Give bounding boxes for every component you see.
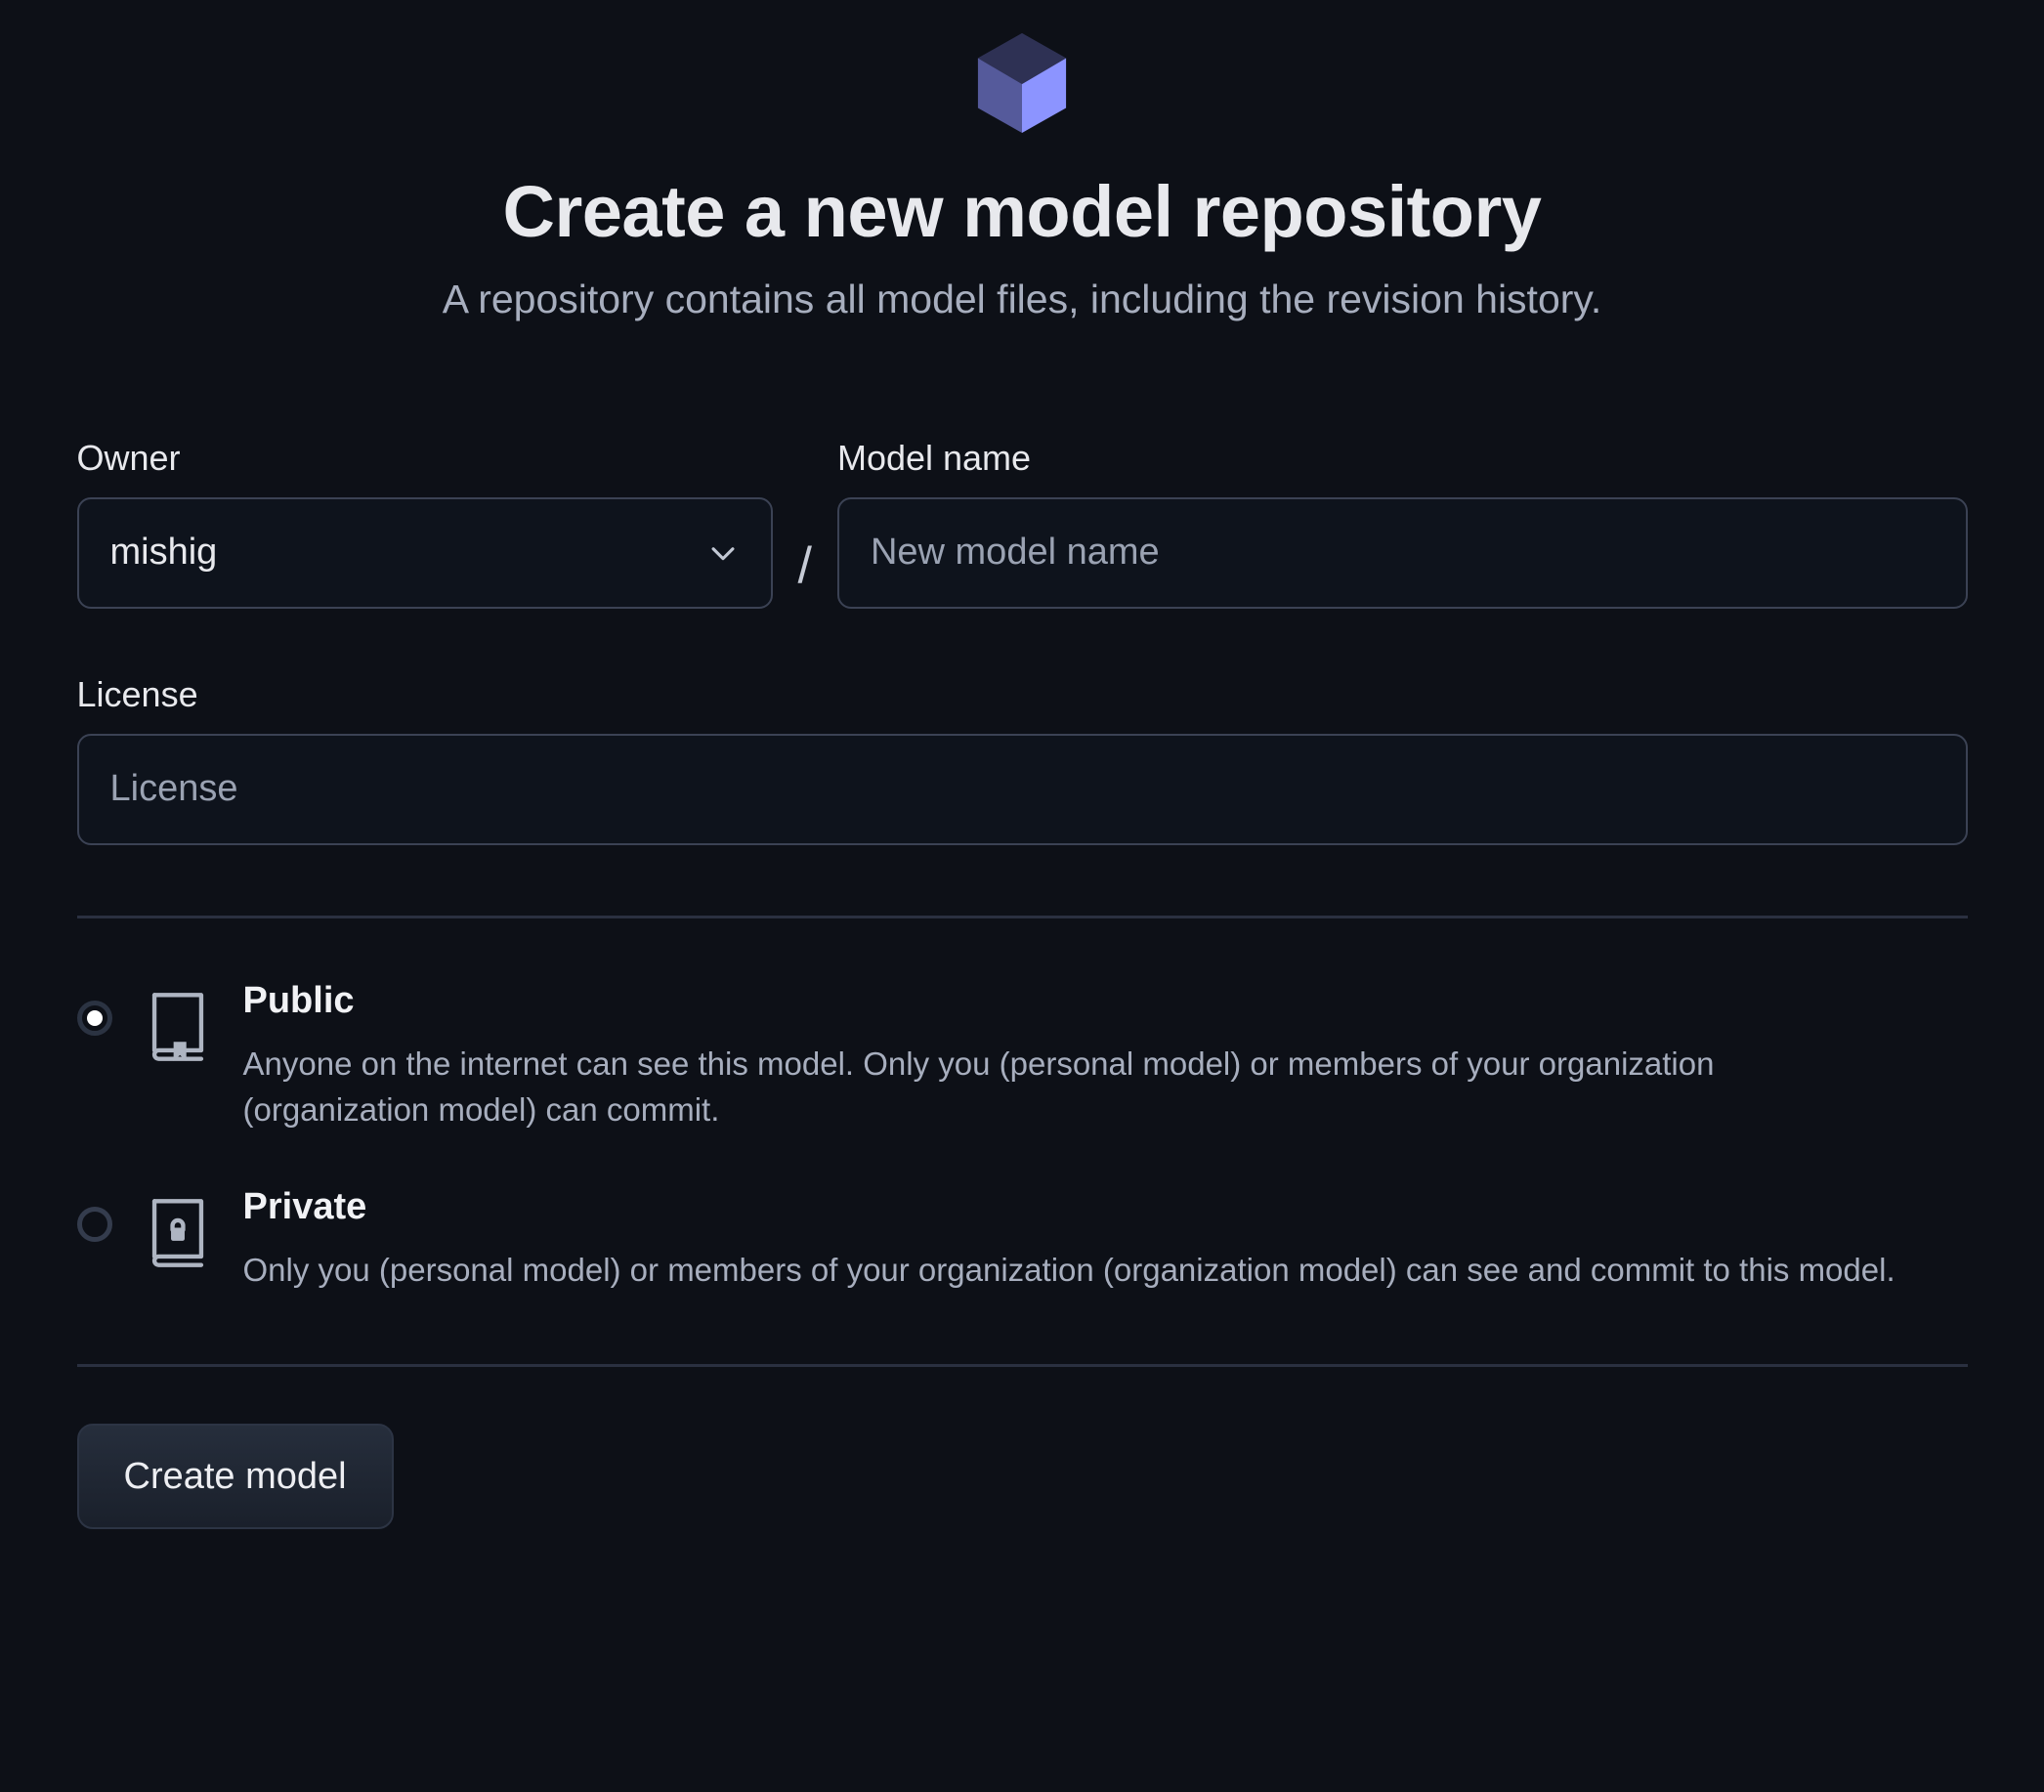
model-name-field-group: Model name New model name <box>836 437 1968 609</box>
owner-name-separator: / <box>797 536 812 594</box>
radio-private[interactable] <box>76 1207 112 1243</box>
divider-above-submit <box>76 1364 1968 1368</box>
public-option-body: Public Anyone on the internet can see th… <box>243 979 1968 1133</box>
chevron-down-icon <box>711 547 734 561</box>
owner-label: Owner <box>76 437 181 478</box>
license-label: License <box>76 673 198 714</box>
visibility-option-public[interactable]: Public Anyone on the internet can see th… <box>76 979 1968 1133</box>
page-header: Create a new model repository A reposito… <box>0 0 2044 323</box>
owner-select[interactable]: mishig <box>76 496 773 609</box>
page-subtitle: A repository contains all model files, i… <box>442 276 1602 321</box>
private-option-title: Private <box>242 1186 367 1228</box>
public-option-title: Public <box>242 979 355 1021</box>
owner-selected-value: mishig <box>109 532 218 574</box>
model-name-label: Model name <box>836 437 1032 478</box>
submit-area: Create model <box>76 1367 1968 1530</box>
public-option-description: Anyone on the internet can see this mode… <box>242 1045 1715 1128</box>
create-model-button[interactable]: Create model <box>76 1424 394 1530</box>
license-field-group: License License <box>76 673 1968 845</box>
model-name-input-wrapper[interactable]: New model name <box>836 496 1968 609</box>
model-name-placeholder: New model name <box>870 532 1160 574</box>
book-lock-icon <box>151 1199 203 1268</box>
divider-above-visibility <box>76 915 1968 918</box>
page-title: Create a new model repository <box>502 171 1542 252</box>
license-placeholder: License <box>109 768 238 810</box>
owner-and-name-row: Owner mishig / Model name New model name <box>76 437 1968 609</box>
visibility-option-private[interactable]: Private Only you (personal model) or mem… <box>76 1185 1968 1294</box>
license-input-wrapper[interactable]: License <box>76 733 1968 845</box>
private-option-description: Only you (personal model) or members of … <box>242 1252 1895 1289</box>
private-option-body: Private Only you (personal model) or mem… <box>243 1185 1968 1294</box>
logo-container <box>0 29 2044 137</box>
owner-field-group: Owner mishig <box>76 437 773 609</box>
cube-icon <box>977 33 1067 133</box>
radio-public[interactable] <box>76 1000 112 1036</box>
book-icon <box>151 993 203 1061</box>
create-repo-form: Owner mishig / Model name New model name… <box>76 323 1968 1530</box>
visibility-options: Public Anyone on the internet can see th… <box>76 918 1968 1294</box>
